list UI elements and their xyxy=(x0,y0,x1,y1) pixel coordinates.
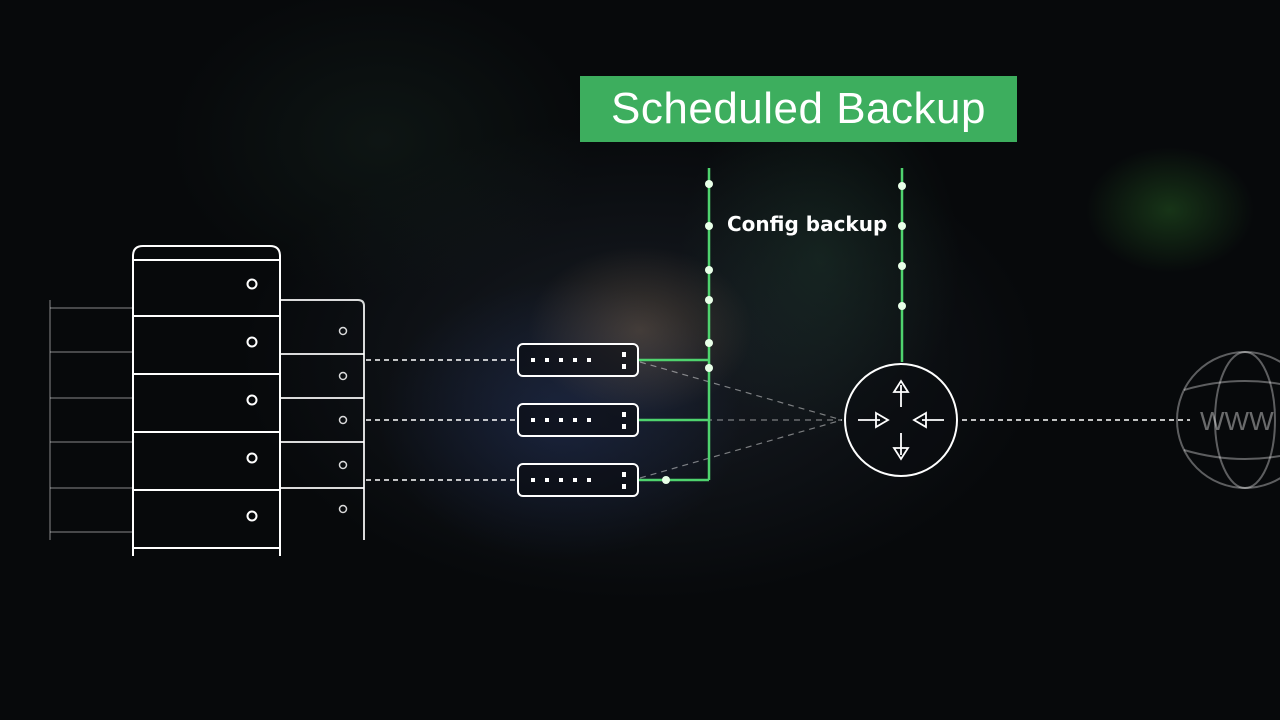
switch-ports xyxy=(531,352,626,489)
globe-www-text: WWW xyxy=(1200,406,1274,436)
server-rack-icon xyxy=(49,245,365,556)
data-packets xyxy=(662,180,906,484)
scheduled-backup-title: Scheduled Backup xyxy=(580,76,1017,142)
rack-to-switch-links xyxy=(366,359,518,481)
globe-www-icon xyxy=(1176,351,1280,489)
config-backup-label: Config backup xyxy=(727,212,888,236)
router-icon xyxy=(844,363,958,477)
network-switch-icon xyxy=(517,343,639,497)
